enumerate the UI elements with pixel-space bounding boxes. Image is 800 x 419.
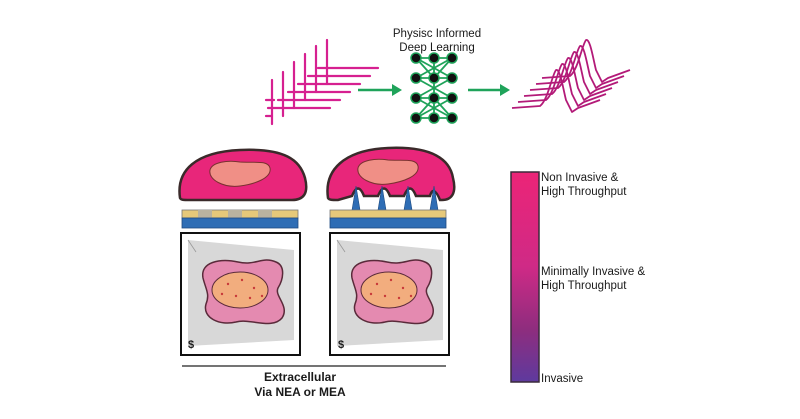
left-panel-symbol: $ [188,339,195,351]
deep-learning-title: Physisc Informed Deep Learning [372,27,502,55]
right-electrode-gold [329,209,447,219]
right-tissue-core [357,158,419,185]
waveform-trace [523,57,613,101]
output-waveforms [511,39,631,113]
scale-label-middle: Minimally Invasive & High Throughput [541,265,671,293]
scale-label-bottom: Invasive [541,373,584,385]
left-cell-panel [180,232,301,356]
left-tissue-core [209,160,271,187]
scale-label-middle-line2: High Throughput [541,280,627,292]
waveform-trace [511,69,601,113]
network-node [428,52,440,64]
left-cell-nucleus [211,271,269,309]
method-caption: Extracellular Via NEA or MEA [200,370,400,400]
method-caption-line1: Extracellular [263,370,337,384]
waveform-trace [529,51,619,95]
left-tissue-electrode [178,148,308,229]
deep-learning-title-line1: Physisc Informed [392,28,482,40]
waveform-trace [517,63,607,107]
right-panel-symbol: $ [338,339,345,351]
network-node [446,72,458,84]
left-electrode-blue [181,217,299,229]
invasiveness-scale-bar [510,171,540,383]
signal-trace-3 [286,60,352,110]
arrow-to-network [358,84,402,96]
waveform-trace [541,39,631,83]
right-cell-panel [329,232,450,356]
waveform-trace [535,45,625,89]
signal-trace-4 [296,52,362,102]
arrow-to-output [468,84,510,96]
scale-label-top-line1: Non Invasive & [541,172,619,184]
network-node [446,92,458,104]
network-node [410,52,422,64]
network-node [428,72,440,84]
network-node [446,52,458,64]
signal-trace-6 [316,38,380,86]
scale-label-middle-line1: Minimally Invasive & [541,266,646,278]
right-cell-nucleus [360,271,418,309]
neural-network-icon [410,52,458,124]
input-signal-traces [264,38,380,126]
network-node [428,112,440,124]
network-node [410,72,422,84]
scale-label-top: Non Invasive & High Throughput [541,171,671,199]
network-node [410,112,422,124]
network-node [410,92,422,104]
network-node [428,92,440,104]
signal-trace-1 [266,78,332,126]
right-electrode-blue [329,217,447,229]
method-caption-line2: Via NEA or MEA [254,385,346,399]
signal-trace-5 [306,44,372,94]
scale-label-top-line2: High Throughput [541,186,627,198]
network-node [446,112,458,124]
signal-trace-2 [276,70,342,118]
right-tissue-electrode [326,146,456,229]
deep-learning-title-line2: Deep Learning [399,42,475,54]
